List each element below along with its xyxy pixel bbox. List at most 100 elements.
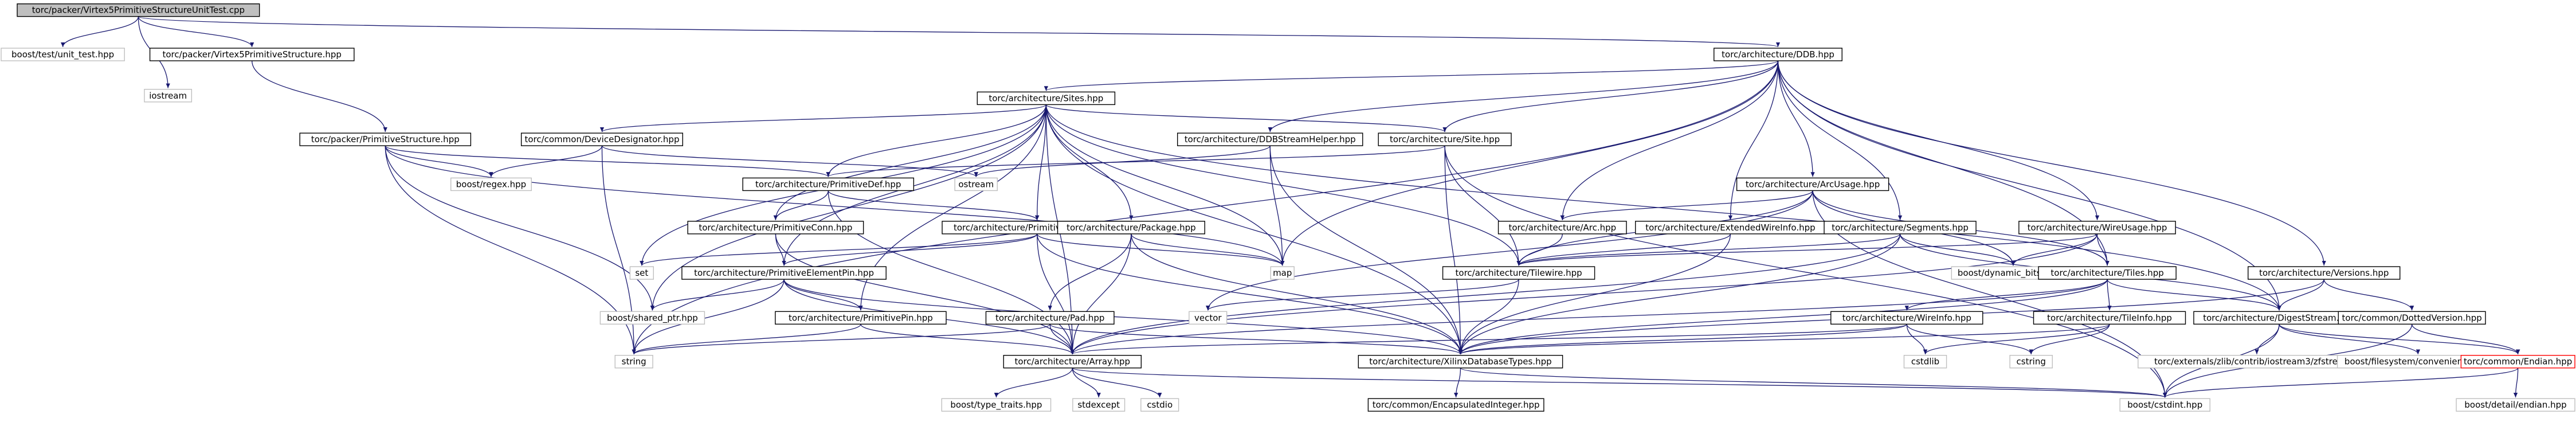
node-primconn[interactable]: torc/architecture/PrimitiveConn.hpp — [687, 221, 864, 235]
node-box — [1057, 221, 1205, 235]
node-ps[interactable]: torc/packer/PrimitiveStructure.hpp — [299, 132, 472, 146]
node-cstdio[interactable]: cstdio — [1140, 398, 1179, 412]
node-ddb[interactable]: torc/architecture/DDB.hpp — [1714, 48, 1842, 61]
node-box — [2248, 266, 2401, 280]
node-stdexcept[interactable]: stdexcept — [1072, 398, 1126, 412]
node-array[interactable]: torc/architecture/Array.hpp — [1003, 355, 1142, 369]
edge-versions-to-dotted — [2323, 279, 2414, 311]
node-dotted[interactable]: torc/common/DottedVersion.hpp — [2338, 311, 2486, 325]
node-label: boost/filesystem/convenience.hpp — [2344, 357, 2492, 367]
node-label: torc/architecture/Package.hpp — [1067, 222, 1196, 233]
node-encint[interactable]: torc/common/EncapsulatedInteger.hpp — [1367, 398, 1544, 412]
node-cstdlib[interactable]: cstdlib — [1903, 355, 1947, 369]
node-box — [1378, 132, 1512, 146]
node-label: torc/architecture/Pad.hpp — [995, 312, 1104, 323]
node-cstdint[interactable]: boost/cstdint.hpp — [2119, 398, 2211, 412]
node-wireusage[interactable]: torc/architecture/WireUsage.hpp — [2018, 221, 2176, 235]
node-box — [742, 177, 915, 192]
edge-primelempin-to-sharedptr — [650, 279, 785, 311]
node-ddbsh[interactable]: torc/architecture/DDBStreamHelper.hpp — [1177, 132, 1363, 146]
edge-primelem-to-primelempin — [782, 233, 1038, 266]
node-box — [1903, 355, 1947, 369]
node-extwire[interactable]: torc/architecture/ExtendedWireInfo.hpp — [1635, 221, 1826, 235]
node-ostream[interactable]: ostream — [954, 177, 998, 192]
node-devdes[interactable]: torc/common/DeviceDesignator.hpp — [520, 132, 683, 146]
edge-tileinfo-to-cstring — [2029, 324, 2110, 354]
node-box — [1, 48, 125, 61]
node-label: torc/architecture/PrimitiveConn.hpp — [699, 222, 852, 233]
node-box — [2338, 311, 2486, 325]
node-box — [954, 177, 998, 192]
node-vector[interactable]: vector — [1189, 311, 1228, 325]
node-detailendian[interactable]: boost/detail/endian.hpp — [2456, 398, 2575, 412]
edge-package-to-array — [1070, 233, 1132, 354]
node-box — [1824, 221, 1977, 235]
node-label: torc/packer/Virtex5PrimitiveStructureUni… — [32, 5, 245, 15]
node-box — [1177, 132, 1363, 146]
edge-tilewire-to-xdb — [1458, 279, 1519, 354]
node-tiles[interactable]: torc/architecture/Tiles.hpp — [2038, 266, 2177, 280]
node-zfstream[interactable]: torc/externals/zlib/contrib/iostream3/zf… — [2138, 355, 2376, 369]
node-box — [1714, 48, 1842, 61]
node-fsconv[interactable]: boost/filesystem/convenience.hpp — [2336, 355, 2499, 369]
node-set[interactable]: set — [629, 266, 654, 280]
node-map[interactable]: map — [1270, 266, 1295, 280]
node-wireinfo[interactable]: torc/architecture/WireInfo.hpp — [1830, 311, 1983, 325]
edge-root-to-v5ps — [138, 16, 254, 48]
node-sharedptr[interactable]: boost/shared_ptr.hpp — [599, 311, 705, 325]
node-regex[interactable]: boost/regex.hpp — [450, 177, 532, 192]
node-endian[interactable]: torc/common/Endian.hpp — [2460, 355, 2575, 369]
node-box — [687, 221, 864, 235]
edge-pad-to-string — [632, 323, 1050, 355]
node-primelempin[interactable]: torc/architecture/PrimitiveElementPin.hp… — [681, 266, 887, 280]
node-label: torc/architecture/Sites.hpp — [989, 93, 1103, 103]
node-site[interactable]: torc/architecture/Site.hpp — [1378, 132, 1512, 146]
node-box — [2038, 266, 2177, 280]
node-segments[interactable]: torc/architecture/Segments.hpp — [1824, 221, 1977, 235]
edge-xdb-to-cstdint — [1460, 368, 2167, 398]
edge-segments-to-tilewire — [1516, 233, 1901, 266]
node-box — [2119, 398, 2211, 412]
edge-ddb-to-map — [1280, 61, 1779, 266]
node-arc[interactable]: torc/architecture/Arc.hpp — [1497, 221, 1627, 235]
edge-wireusage-to-array — [1070, 233, 2098, 354]
node-box — [2460, 355, 2575, 369]
node-label: map — [1273, 268, 1292, 278]
node-versions[interactable]: torc/architecture/Versions.hpp — [2248, 266, 2401, 280]
node-primpin[interactable]: torc/architecture/PrimitivePin.hpp — [775, 311, 947, 325]
node-v5ps[interactable]: torc/packer/Virtex5PrimitiveStructure.hp… — [149, 48, 355, 61]
node-string[interactable]: string — [614, 355, 653, 369]
node-sites[interactable]: torc/architecture/Sites.hpp — [977, 91, 1116, 106]
edge-tiles-to-digest — [2107, 279, 2281, 311]
edge-ddb-to-string — [632, 61, 1779, 354]
node-typetraits[interactable]: boost/type_traits.hpp — [941, 398, 1052, 412]
node-unit-test[interactable]: boost/test/unit_test.hpp — [1, 48, 125, 61]
node-tileinfo[interactable]: torc/architecture/TileInfo.hpp — [2033, 311, 2186, 325]
node-xdb[interactable]: torc/architecture/XilinxDatabaseTypes.hp… — [1358, 355, 1563, 369]
node-primdef[interactable]: torc/architecture/PrimitiveDef.hpp — [742, 177, 915, 192]
node-tilewire[interactable]: torc/architecture/Tilewire.hpp — [1442, 266, 1595, 280]
node-label: torc/architecture/WireInfo.hpp — [1842, 312, 1971, 323]
node-box — [1367, 398, 1544, 412]
edge-wireusage-to-tiles — [2096, 233, 2110, 266]
edge-extwire-to-xdb — [1458, 233, 1731, 354]
node-root[interactable]: torc/packer/Virtex5PrimitiveStructureUni… — [17, 3, 260, 17]
edge-dotted-to-endian — [2412, 324, 2520, 354]
node-package[interactable]: torc/architecture/Package.hpp — [1057, 221, 1205, 235]
node-arcusage[interactable]: torc/architecture/ArcUsage.hpp — [1736, 177, 1889, 192]
edge-package-to-map — [1131, 233, 1285, 266]
node-iostream[interactable]: iostream — [144, 89, 193, 103]
edge-ddb-to-arc — [1560, 61, 1779, 220]
node-label: cstring — [2017, 357, 2046, 367]
node-label: string — [622, 357, 646, 367]
edge-site-to-cstdint — [1444, 146, 2167, 398]
edge-versions-to-digest — [2277, 279, 2324, 311]
edge-primpin-to-string — [632, 324, 861, 355]
node-label: iostream — [149, 91, 187, 101]
node-pad[interactable]: torc/architecture/Pad.hpp — [985, 311, 1115, 325]
edge-sites-to-primelempin — [782, 104, 1047, 266]
edge-primelem-to-array — [1037, 233, 1075, 354]
node-cstring[interactable]: cstring — [2009, 355, 2053, 369]
edge-wireinfo-to-array — [1071, 323, 1907, 355]
